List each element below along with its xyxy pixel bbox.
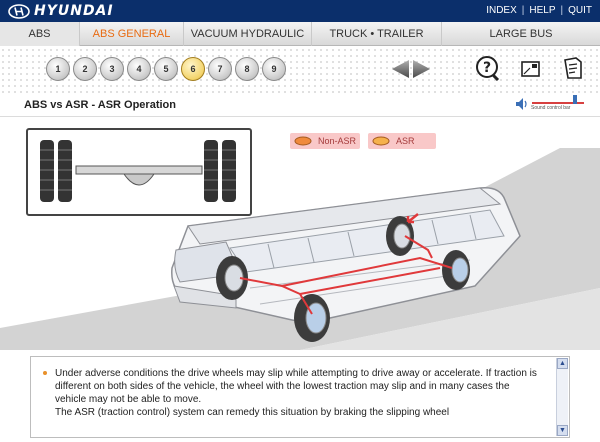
legend-non-asr-label: Non-ASR bbox=[318, 136, 357, 146]
question-icon[interactable]: ? bbox=[474, 55, 500, 81]
mail-icon[interactable] bbox=[520, 59, 542, 79]
right-dual-tires bbox=[204, 140, 236, 202]
svg-text:?: ? bbox=[483, 60, 491, 76]
road-surface bbox=[0, 148, 600, 350]
slip-indicator-arrow-icon bbox=[406, 213, 419, 224]
index-link[interactable]: INDEX bbox=[486, 5, 517, 16]
tab-abs-general[interactable]: ABS GENERAL bbox=[80, 22, 184, 46]
help-link[interactable]: HELP bbox=[529, 5, 556, 16]
link-separator: | bbox=[521, 5, 525, 16]
app-header: HYUNDAI INDEX | HELP | QUIT bbox=[0, 0, 600, 22]
step-button-8[interactable]: 8 bbox=[235, 57, 259, 81]
description-text: Under adverse conditions the drive wheel… bbox=[43, 367, 543, 419]
main-nav: ABS ABS GENERAL VACUUM HYDRAULIC TRUCK •… bbox=[0, 22, 600, 46]
asr-pill-icon bbox=[372, 136, 390, 146]
document-icon[interactable] bbox=[562, 56, 584, 80]
axle-diagram bbox=[40, 140, 236, 202]
step-button-9[interactable]: 9 bbox=[262, 57, 286, 81]
step-button-4[interactable]: 4 bbox=[127, 57, 151, 81]
description-paragraph-2: The ASR (traction control) system can re… bbox=[55, 407, 450, 418]
bus-body bbox=[171, 187, 521, 323]
title-row: ABS vs ASR - ASR Operation Sound control… bbox=[0, 93, 600, 117]
step-button-5[interactable]: 5 bbox=[154, 57, 178, 81]
description-paragraph: Under adverse conditions the drive wheel… bbox=[55, 368, 537, 405]
left-dual-tires bbox=[40, 140, 72, 202]
road-edge bbox=[0, 288, 600, 350]
link-separator: | bbox=[560, 5, 564, 16]
front-left-wheel bbox=[216, 256, 248, 300]
tab-truck-trailer[interactable]: TRUCK • TRAILER bbox=[312, 22, 442, 46]
tab-abs[interactable]: ABS bbox=[0, 22, 80, 46]
brake-lines bbox=[239, 235, 453, 315]
top-links: INDEX | HELP | QUIT bbox=[486, 5, 592, 16]
front-right-wheel bbox=[294, 294, 330, 342]
legend-non-asr[interactable]: Non-ASR bbox=[290, 133, 360, 149]
scroll-up-icon[interactable]: ▲ bbox=[557, 358, 568, 369]
hyundai-logo-icon bbox=[8, 3, 30, 19]
rear-right-wheel bbox=[442, 250, 470, 290]
legend-asr[interactable]: ASR bbox=[368, 133, 436, 149]
brand-name: HYUNDAI bbox=[34, 3, 114, 19]
sound-control-track[interactable] bbox=[532, 98, 584, 104]
bullet-icon bbox=[43, 371, 47, 375]
speaker-icon[interactable] bbox=[515, 97, 529, 111]
tab-vacuum-hydraulic[interactable]: VACUUM HYDRAULIC bbox=[184, 22, 312, 46]
bus-illustration bbox=[0, 148, 600, 350]
illustration-area: Non-ASR ASR bbox=[0, 118, 600, 350]
description-scrollbar[interactable]: ▲ ▼ bbox=[556, 358, 568, 436]
step-button-3[interactable]: 3 bbox=[100, 57, 124, 81]
step-buttons: 1 2 3 4 5 6 7 8 9 bbox=[46, 57, 286, 81]
quit-link[interactable]: QUIT bbox=[568, 5, 592, 16]
tab-large-bus[interactable]: LARGE BUS bbox=[489, 28, 553, 40]
tool-row: 1 2 3 4 5 6 7 8 9 ? bbox=[0, 47, 600, 93]
axle-inset bbox=[26, 128, 252, 216]
legend-asr-label: ASR bbox=[396, 136, 415, 146]
description-panel: Under adverse conditions the drive wheel… bbox=[30, 356, 570, 438]
hyundai-logo: HYUNDAI bbox=[8, 3, 114, 19]
sound-control-knob[interactable] bbox=[572, 95, 577, 104]
step-button-6[interactable]: 6 bbox=[181, 57, 205, 81]
non-asr-pill-icon bbox=[294, 136, 312, 146]
page-title: ABS vs ASR - ASR Operation bbox=[24, 99, 176, 111]
scroll-down-icon[interactable]: ▼ bbox=[557, 425, 568, 436]
rear-left-wheel bbox=[386, 216, 414, 256]
step-button-1[interactable]: 1 bbox=[46, 57, 70, 81]
step-button-2[interactable]: 2 bbox=[73, 57, 97, 81]
left-right-arrows-icon[interactable] bbox=[392, 59, 430, 79]
sound-control-label: Sound control bar bbox=[531, 105, 571, 111]
step-button-7[interactable]: 7 bbox=[208, 57, 232, 81]
